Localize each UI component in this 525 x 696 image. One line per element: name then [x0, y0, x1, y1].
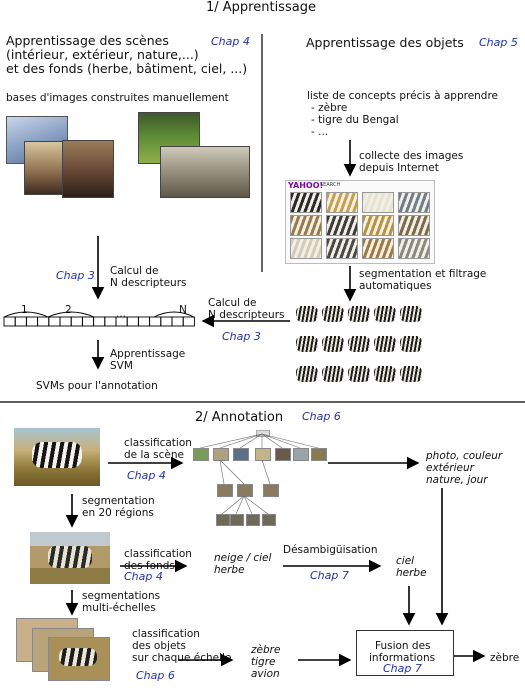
- histogram-cell: [172, 317, 183, 326]
- histogram-arc: [4, 312, 48, 317]
- tree-links: [200, 434, 318, 514]
- tree-link: [220, 434, 262, 448]
- tree-link: [262, 434, 300, 448]
- descriptor-histogram: [4, 312, 194, 326]
- histogram-cell: [82, 317, 93, 326]
- tree-link: [262, 460, 270, 484]
- tree-link: [236, 496, 244, 514]
- histogram-cell: [138, 317, 149, 326]
- histogram-cell: [26, 317, 37, 326]
- tree-link: [200, 434, 262, 448]
- histogram-cell: [116, 317, 127, 326]
- histogram-arc: [154, 312, 194, 317]
- histogram-cell: [127, 317, 138, 326]
- tree-link: [244, 496, 268, 514]
- histogram-cell: [60, 317, 71, 326]
- histogram-cell: [15, 317, 26, 326]
- histogram-cell: [94, 317, 105, 326]
- histogram-cell: [161, 317, 172, 326]
- histogram-cell: [49, 317, 60, 326]
- histogram-cell: [105, 317, 116, 326]
- histogram-cell: [150, 317, 161, 326]
- tree-link: [262, 434, 282, 448]
- histogram-cell: [71, 317, 82, 326]
- histogram-cell: [183, 317, 194, 326]
- histogram-cell: [38, 317, 49, 326]
- histogram-arc: [48, 312, 94, 317]
- histogram-cell: [4, 317, 15, 326]
- tree-link: [240, 434, 262, 448]
- tree-link: [222, 496, 244, 514]
- tree-link: [262, 434, 318, 448]
